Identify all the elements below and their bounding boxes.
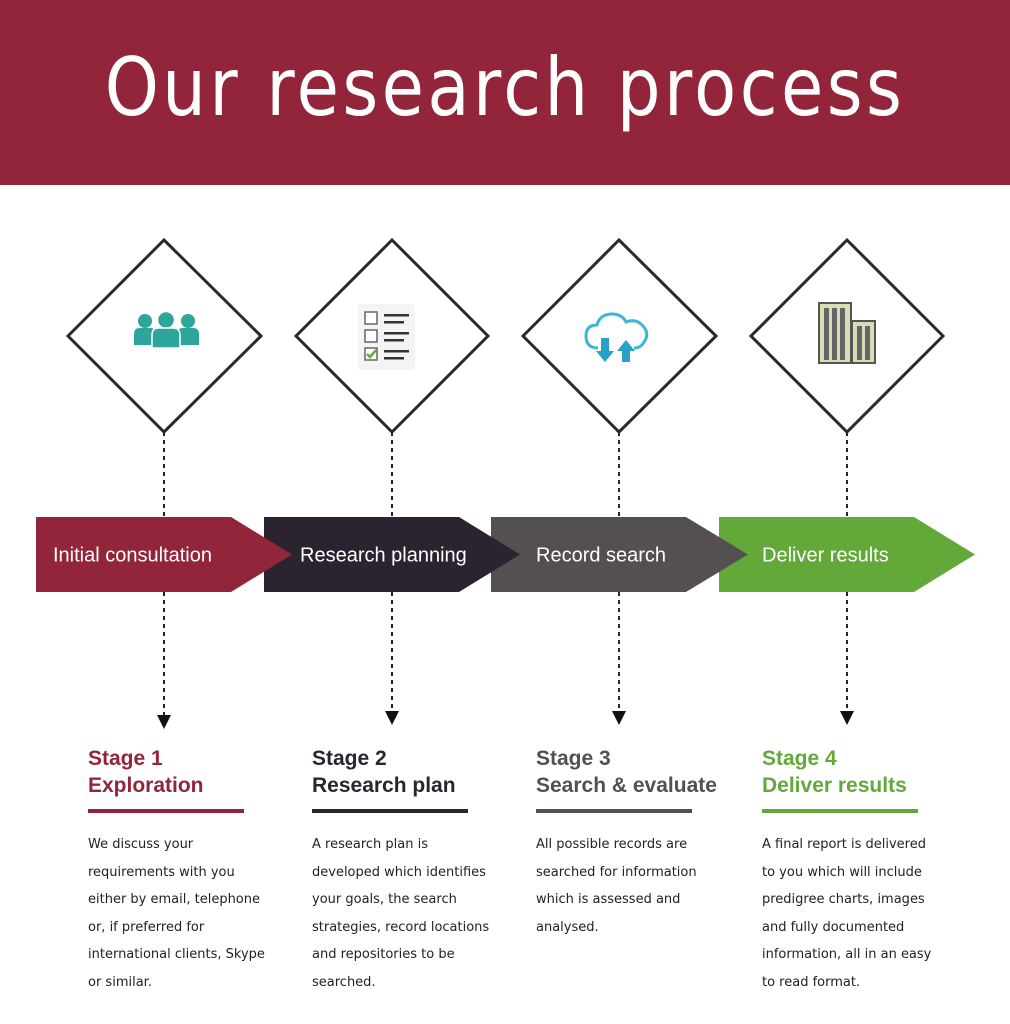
diamond-3 xyxy=(520,237,719,435)
team-icon xyxy=(134,310,199,349)
stage-underline xyxy=(762,809,918,813)
stage-underline xyxy=(88,809,244,813)
stage-4-column: Stage 4 Deliver results A final report i… xyxy=(762,745,962,997)
stage-underline xyxy=(312,809,468,813)
arrow-shape xyxy=(36,517,292,592)
arrow-label: Research planning xyxy=(300,545,467,567)
stage-description: A research plan is developed which ident… xyxy=(312,837,490,990)
page-title: Our research process xyxy=(104,41,906,134)
stage-3-column: Stage 3 Search & evaluate All possible r… xyxy=(536,745,736,941)
stage-underline xyxy=(536,809,692,813)
stage-name: Research plan xyxy=(312,774,456,797)
arrow-shape xyxy=(491,517,748,592)
arrow-label: Deliver results xyxy=(762,545,889,567)
stage-description: A final report is delivered to you which… xyxy=(762,837,932,990)
process-arrow-1: Initial consultation xyxy=(36,517,292,592)
stage-name: Deliver results xyxy=(762,774,907,797)
cloud-sync-icon xyxy=(584,312,649,362)
stage-number: Stage 4 xyxy=(762,747,837,770)
stage-number: Stage 2 xyxy=(312,747,387,770)
stage-name: Exploration xyxy=(88,774,204,797)
arrow-label: Initial consultation xyxy=(53,545,212,567)
arrow-shape xyxy=(264,517,520,592)
stage-description: All possible records are searched for in… xyxy=(536,837,697,935)
stage-description: We discuss your requirements with you ei… xyxy=(88,837,265,990)
header-banner: Our research process xyxy=(0,0,1010,185)
process-arrows: Deliver results Record search Research pla… xyxy=(36,517,975,592)
process-arrow-4: Deliver results xyxy=(719,517,975,592)
process-arrow-2: Research planning xyxy=(264,517,520,592)
stage-number: Stage 1 xyxy=(88,747,163,770)
arrow-shape xyxy=(719,517,975,592)
stage-name: Search & evaluate xyxy=(536,774,717,797)
process-arrow-3: Record search xyxy=(491,517,748,592)
stage-number: Stage 3 xyxy=(536,747,611,770)
connectors xyxy=(157,432,854,729)
stage-2-column: Stage 2 Research plan A research plan is… xyxy=(312,745,512,997)
checklist-icon xyxy=(358,304,415,370)
arrow-label: Record search xyxy=(536,545,666,567)
stage-1-column: Stage 1 Exploration We discuss your requ… xyxy=(88,745,288,997)
buildings-icon xyxy=(818,302,876,364)
